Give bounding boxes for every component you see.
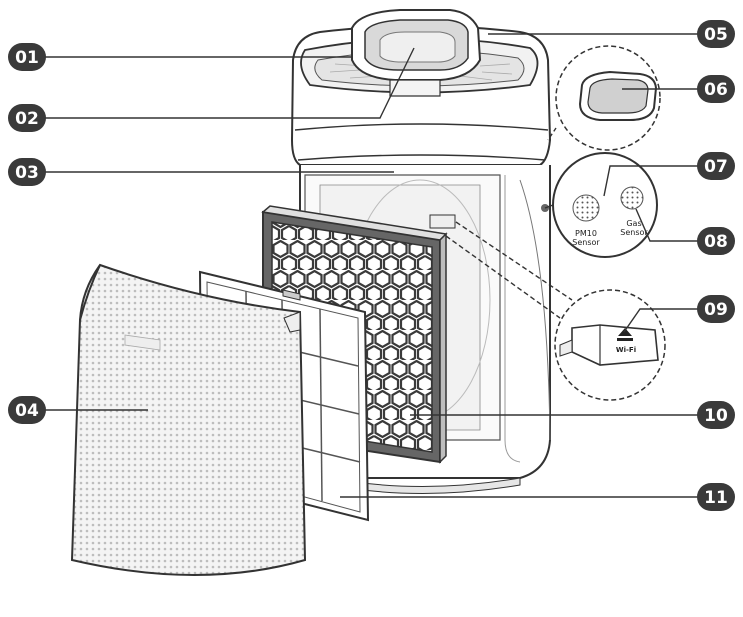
- svg-text:01: 01: [15, 48, 39, 68]
- detail-circle-wifi: Wi-Fi: [445, 221, 666, 401]
- callout-01: 01: [8, 43, 46, 71]
- callout-09: 09: [697, 295, 735, 323]
- svg-text:08: 08: [704, 232, 728, 252]
- callout-04: 04: [8, 396, 46, 424]
- callout-03: 03: [8, 158, 46, 186]
- detail-circle-sensors: PM10 Sensor Gas Sensor: [544, 152, 658, 258]
- front-cover: [70, 263, 307, 576]
- svg-text:02: 02: [15, 109, 39, 129]
- leader-07: [603, 165, 700, 197]
- gas-sensor-label-line1: Gas: [626, 219, 641, 228]
- svg-text:04: 04: [15, 401, 39, 421]
- callout-07: 07: [697, 152, 735, 180]
- callout-02: 02: [8, 104, 46, 132]
- svg-text:05: 05: [704, 25, 728, 45]
- leader-08: [635, 208, 700, 242]
- pm10-sensor-label-line1: PM10: [575, 229, 597, 238]
- detail-circle-top: [547, 45, 661, 151]
- callout-08: 08: [697, 227, 735, 255]
- callout-11: 11: [697, 483, 735, 511]
- svg-text:07: 07: [704, 157, 728, 177]
- callout-10: 10: [697, 401, 735, 429]
- svg-text:10: 10: [704, 406, 728, 426]
- callout-05: 05: [697, 20, 735, 48]
- svg-text:09: 09: [704, 300, 728, 320]
- gas-sensor-label-line2: Sensor: [620, 228, 648, 237]
- leader-09: [623, 308, 700, 333]
- svg-text:11: 11: [704, 488, 728, 508]
- wifi-label: Wi-Fi: [616, 346, 636, 354]
- svg-text:03: 03: [15, 163, 39, 183]
- callout-badges: 01 02 03 04 05 06 07 08: [8, 20, 735, 511]
- leader-lines: [44, 33, 700, 498]
- leader-02: [44, 47, 415, 119]
- callout-06: 06: [697, 75, 735, 103]
- svg-text:06: 06: [704, 80, 728, 100]
- pm10-sensor-label-line2: Sensor: [572, 238, 600, 247]
